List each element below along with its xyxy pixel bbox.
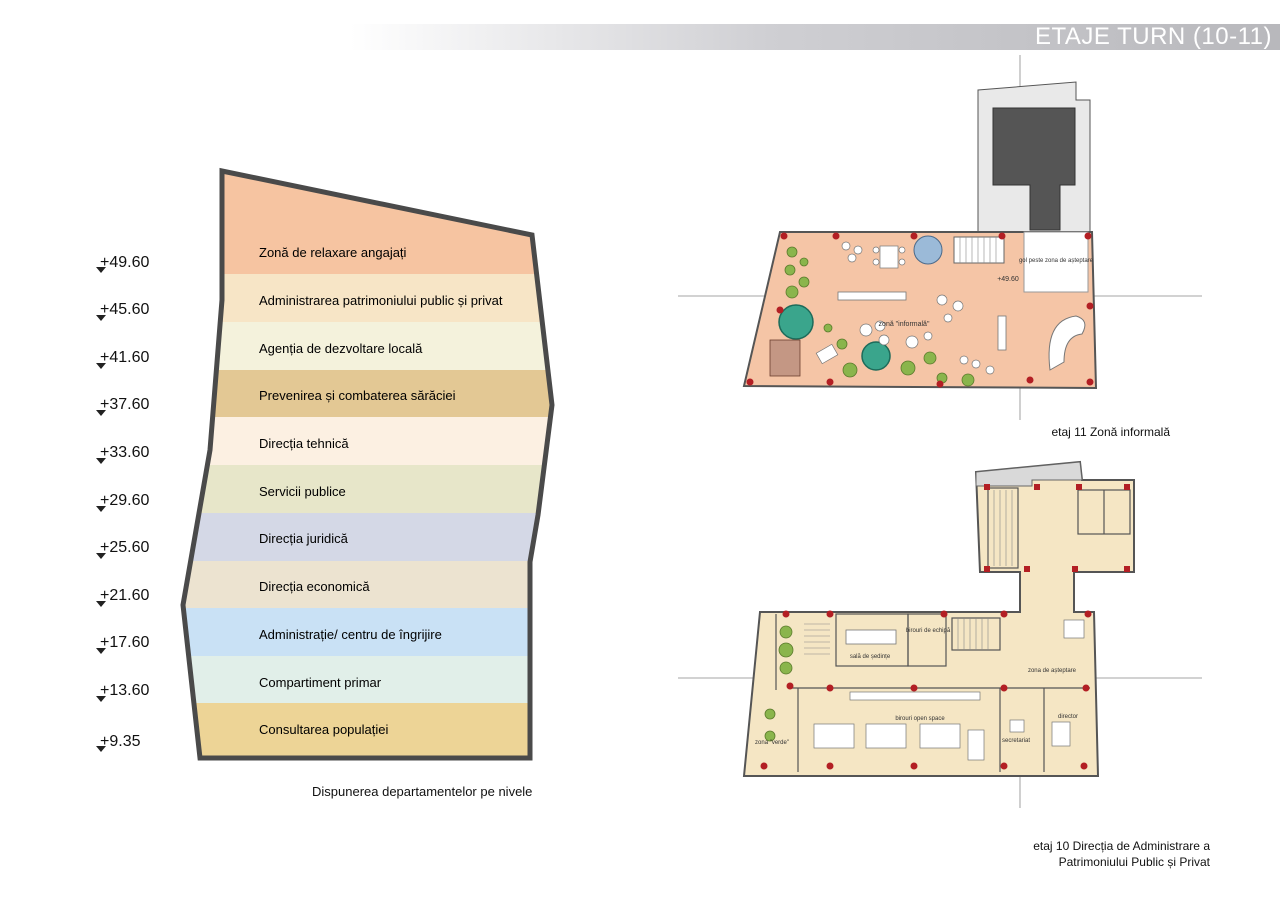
level-label: +49.60	[100, 254, 150, 271]
dept-label: Consultarea populației	[259, 722, 388, 737]
core-roof	[975, 461, 1083, 487]
diagram-caption: Dispunerea departamentelor pe nivele	[312, 784, 533, 799]
floor-slab-10	[742, 460, 1135, 777]
dept-label: Administrarea patrimoniului public și pr…	[259, 293, 503, 308]
level-marker-icon	[96, 553, 106, 559]
page-title: ETAJE TURN (10-11)	[1034, 23, 1272, 50]
level-marker-icon	[96, 746, 106, 752]
level-label: +25.60	[100, 539, 150, 556]
plan-lower-caption: etaj 10 Direcția de Administrare a Patri…	[990, 838, 1210, 870]
dept-label: Compartiment primar	[259, 675, 382, 690]
band-administratie	[183, 608, 552, 656]
header-band: ETAJE TURN (10-11)	[350, 24, 1280, 50]
plan-etaj-10: sală de ședințe birouri de echipă zona d…	[678, 460, 1202, 808]
level-label: +41.60	[100, 349, 150, 366]
band-consultare	[183, 703, 552, 758]
level-marker-icon	[96, 267, 106, 273]
label-director: director	[1058, 714, 1078, 720]
plan-upper-caption: etaj 11 Zonă informală	[1051, 425, 1170, 439]
department-levels-diagram: +49.60 +45.60 +41.60 +37.60 +33.60 +29.6…	[96, 167, 555, 799]
core-roof	[977, 81, 1091, 233]
planter-round	[861, 341, 891, 371]
level-label: +33.60	[100, 444, 150, 461]
floor-slab-11	[742, 231, 1098, 390]
curved-sofa	[1048, 315, 1086, 371]
label-secretariat: secretariat	[1002, 738, 1030, 744]
label-gol: gol peste zona de așteptare	[1019, 258, 1094, 264]
level-marker-icon	[96, 506, 106, 512]
level-marker-icon	[96, 363, 106, 369]
void-over-waiting	[1023, 231, 1089, 293]
planter-flower	[913, 235, 943, 265]
plan-etaj-11: zonă "informală" gol peste zona de aștep…	[678, 55, 1202, 420]
dept-label: Direcția tehnică	[259, 436, 349, 451]
planter-box	[769, 339, 801, 377]
label-sala-sedinte: sală de ședințe	[850, 654, 891, 660]
band-saracie	[183, 370, 552, 417]
band-patrimoniu	[183, 274, 552, 322]
dept-label: Direcția economică	[259, 579, 370, 594]
plan-lower-caption-line1: etaj 10 Direcția de Administrare a	[1033, 839, 1210, 853]
planter-round	[778, 304, 814, 340]
level-marker-icon	[96, 410, 106, 416]
band-primar	[183, 656, 552, 703]
level-label: +9.35	[100, 733, 141, 750]
dept-label: Zonă de relaxare angajați	[259, 245, 407, 260]
level-label: +45.60	[100, 301, 150, 318]
dept-label: Prevenirea și combaterea sărăciei	[259, 388, 456, 403]
level-label: +17.60	[100, 634, 150, 651]
level-marker-icon	[96, 458, 106, 464]
level-marker-icon	[96, 315, 106, 321]
building-section-svg: Zonă de relaxare angajați Administrarea …	[180, 167, 555, 761]
band-juridica	[183, 513, 552, 561]
stair	[953, 236, 1005, 264]
band-servicii	[183, 465, 552, 513]
level-label: +21.60	[100, 587, 150, 604]
meeting-table	[845, 629, 897, 645]
label-zona-asteptare: zona de așteptare	[1028, 668, 1077, 674]
level-marker-icon	[96, 601, 106, 607]
level-label: +13.60	[100, 682, 150, 699]
band-economica	[183, 561, 552, 608]
level-label: +37.60	[100, 396, 150, 413]
bench	[837, 291, 907, 301]
band-dezvoltare	[183, 322, 552, 370]
level-marker-icon	[96, 696, 106, 702]
label-zona-informala: zonă "informală"	[879, 321, 930, 328]
label-birouri-open-space: birouri open space	[895, 716, 945, 722]
dept-label: Direcția juridică	[259, 531, 349, 546]
building-outline	[180, 167, 555, 761]
roof-void	[992, 107, 1076, 231]
bench	[997, 315, 1007, 351]
band-tehnica	[183, 417, 552, 465]
dept-label: Administrație/ centru de îngrijire	[259, 627, 442, 642]
level-marker-icon	[96, 648, 106, 654]
plan-lower-caption-line2: Patrimoniului Public și Privat	[1058, 855, 1210, 869]
level-label: +29.60	[100, 492, 150, 509]
label-elevation: +49.60	[997, 276, 1019, 283]
dept-label: Servicii publice	[259, 484, 346, 499]
label-zona-verde: zona "verde"	[755, 740, 789, 746]
dept-label: Agenția de dezvoltare locală	[259, 341, 423, 356]
label-birouri-echipa: birouri de echipă	[906, 628, 951, 634]
